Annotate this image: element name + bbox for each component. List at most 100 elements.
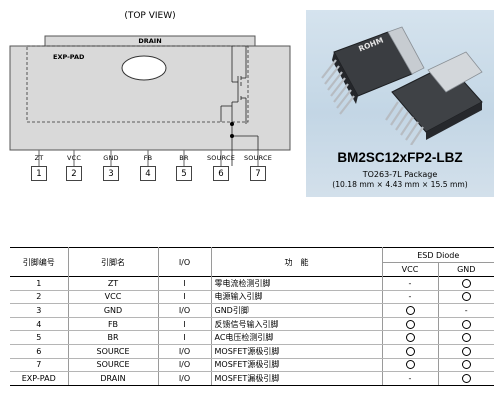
cell-pin-no: 1: [10, 276, 69, 291]
diode-present-mark: [461, 360, 471, 370]
cell-io: I: [157, 330, 212, 345]
cell-pin-no: 4: [10, 317, 69, 332]
cell-esd-gnd: [437, 344, 494, 359]
cell-esd-vcc: [381, 330, 439, 345]
pin-4-number: 4: [140, 166, 156, 181]
cell-esd-gnd: [437, 371, 494, 386]
product-photo-panel: ROHM BM2SC12xFP2-LBZ TO263-7L Package (1…: [306, 10, 494, 197]
pin-3-name: GND: [103, 154, 119, 162]
cell-pin-name: SOURCE: [67, 358, 159, 373]
pin-5-name: BR: [179, 154, 189, 162]
pin-5-number: 5: [176, 166, 192, 181]
package-outline: [9, 35, 291, 166]
cell-io: I/O: [157, 371, 212, 386]
package-photo: [321, 26, 483, 145]
part-number: BM2SC12xFP2-LBZ: [337, 150, 463, 165]
cell-function: 反馈信号输入引脚: [210, 317, 383, 332]
cell-esd-gnd: [437, 330, 494, 345]
cell-function: 零电流检测引脚: [210, 276, 383, 291]
cell-pin-name: BR: [67, 330, 159, 345]
diode-present-mark: [461, 278, 471, 288]
cell-function: MOSFET源极引脚: [210, 344, 383, 359]
cell-pin-name: DRAIN: [67, 371, 159, 386]
cell-esd-gnd: [437, 358, 494, 373]
package-name: TO263-7L Package: [362, 170, 438, 179]
cell-pin-no: 3: [10, 303, 69, 318]
header-esd-diode: ESD Diode: [381, 247, 494, 263]
pin-7-name: SOURCE: [243, 154, 273, 162]
drain-label: DRAIN: [138, 37, 162, 45]
pin-6-name: SOURCE: [206, 154, 236, 162]
pin-1-number: 1: [31, 166, 47, 181]
diode-present-mark: [461, 333, 471, 343]
cell-pin-name: GND: [67, 303, 159, 318]
header-esd-vcc: VCC: [381, 262, 439, 277]
cell-pin-name: ZT: [67, 276, 159, 291]
cell-esd-gnd: [437, 290, 494, 305]
cell-esd-gnd: [437, 317, 494, 332]
pin-7-number: 7: [250, 166, 266, 181]
cell-esd-vcc: [381, 317, 439, 332]
cell-pin-name: VCC: [67, 290, 159, 305]
header-esd-gnd: GND: [437, 262, 494, 277]
package-dimensions: (10.18 mm × 4.43 mm × 15.5 mm): [332, 180, 468, 189]
diode-present-mark: [461, 346, 471, 356]
cell-pin-no: 6: [10, 344, 69, 359]
cell-io: I/O: [157, 303, 212, 318]
diode-present-mark: [405, 346, 415, 356]
cell-io: I: [157, 290, 212, 305]
cell-pin-no: 2: [10, 290, 69, 305]
header-function: 功 能: [210, 247, 383, 277]
exp-pad-label: EXP-PAD: [53, 53, 85, 61]
pin-6-number: 6: [213, 166, 229, 181]
cell-esd-gnd: [437, 276, 494, 291]
diode-present-mark: [405, 305, 415, 315]
header-pin-name: 引脚名: [67, 247, 159, 277]
cell-pin-no: 5: [10, 330, 69, 345]
cell-esd-gnd: -: [437, 303, 494, 318]
pin-2-number: 2: [66, 166, 82, 181]
cell-function: AC电压检测引脚: [210, 330, 383, 345]
diode-present-mark: [405, 333, 415, 343]
header-pin-no: 引脚编号: [10, 247, 69, 277]
cell-pin-name: FB: [67, 317, 159, 332]
cell-io: I/O: [157, 344, 212, 359]
cell-pin-name: SOURCE: [67, 344, 159, 359]
top-view-title: (TOP VIEW): [124, 11, 176, 21]
top-view-diagram: (TOP VIEW): [0, 0, 300, 200]
cell-esd-vcc: [381, 344, 439, 359]
pin-1-name: ZT: [34, 154, 44, 162]
diode-present-mark: [405, 319, 415, 329]
cell-esd-vcc: -: [381, 276, 439, 291]
cell-io: I: [157, 317, 212, 332]
diode-present-mark: [461, 373, 471, 383]
cell-esd-vcc: -: [381, 371, 439, 386]
pin-3-number: 3: [103, 166, 119, 181]
diode-present-mark: [461, 319, 471, 329]
cell-esd-vcc: [381, 358, 439, 373]
cell-function: MOSFET漏极引脚: [210, 371, 383, 386]
diode-present-mark: [405, 360, 415, 370]
cell-pin-no: 7: [10, 358, 69, 373]
diode-present-mark: [461, 292, 471, 302]
cell-esd-vcc: -: [381, 290, 439, 305]
cell-io: I/O: [157, 358, 212, 373]
cell-pin-no: EXP-PAD: [10, 371, 69, 386]
pin-2-name: VCC: [66, 154, 82, 162]
header-io: I/O: [157, 247, 212, 277]
cell-io: I: [157, 276, 212, 291]
cell-function: GND引脚: [210, 303, 383, 318]
cell-function: MOSFET源极引脚: [210, 358, 383, 373]
cell-esd-vcc: [381, 303, 439, 318]
pin-4-name: FB: [143, 154, 153, 162]
cell-function: 电源输入引脚: [210, 290, 383, 305]
